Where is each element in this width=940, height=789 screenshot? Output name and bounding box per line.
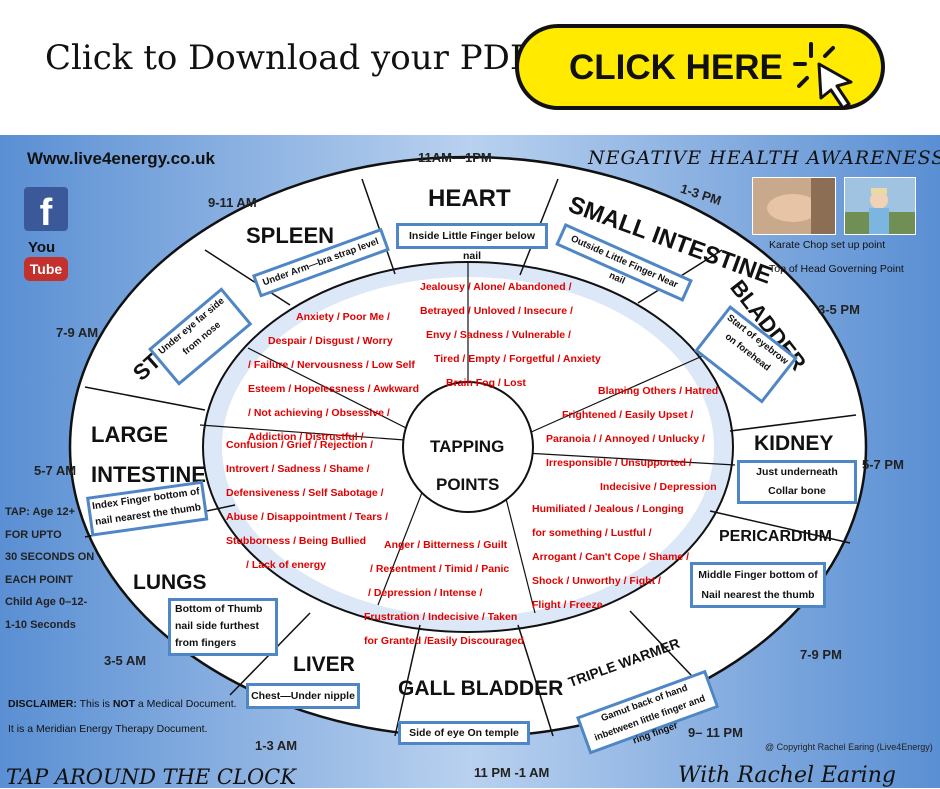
footer-author: With Rachel Earing (678, 763, 896, 788)
chart-title: NEGATIVE HEALTH AWARENESS (588, 147, 940, 169)
point-gall-bladder: Side of eye On temple (398, 721, 530, 745)
time-9-11am: 9-11 AM (208, 195, 257, 210)
time-3-5am: 3-5 AM (104, 653, 147, 668)
karate-chop-photo (752, 177, 836, 235)
emotions-lungs: Confusion / Grief / Rejection /Introvert… (226, 439, 389, 571)
copyright: @ Copyright Rachel Earing (Live4Energy) (765, 742, 933, 752)
point-lungs: Bottom of Thumb nail side furthest from … (168, 598, 278, 656)
center-points: POINTS (436, 475, 500, 494)
head-point-photo (844, 177, 916, 235)
disclaimer-line-2: It is a Meridian Energy Therapy Document… (8, 723, 208, 735)
download-banner: Click to Download your PDF CLICK HERE (0, 0, 940, 135)
meridian-spleen: SPLEEN (246, 223, 335, 248)
clock-wheel (68, 155, 868, 739)
time-3-5pm: 3-5 PM (818, 302, 860, 317)
point-liver: Chest—Under nipple (246, 683, 360, 709)
emotions-heart: Jealousy / Alone/ Abandoned /Betrayed / … (420, 281, 601, 389)
download-text: Click to Download your PDF (45, 38, 534, 78)
point-pericardium: Middle Finger bottom of Nail nearest the… (690, 562, 826, 608)
point-heart: Inside Little Finger below nail (396, 223, 548, 262)
meridian-gall-bladder: GALL BLADDER (398, 677, 564, 700)
click-here-label: CLICK HERE (569, 48, 783, 87)
meridian-liver: LIVER (293, 653, 355, 676)
time-9-11pm: 9– 11 PM (688, 725, 743, 740)
meridian-pericardium: PERICARDIUM (719, 528, 832, 545)
time-11pm-1am: 11 PM -1 AM (474, 765, 550, 780)
cursor-click-icon (793, 42, 853, 110)
point-kidney: Just underneath Collar bone (737, 460, 857, 504)
time-11am-1pm: 11AM—1PM (418, 150, 492, 165)
photo-caption-karate: Karate Chop set up point (769, 239, 886, 251)
time-5-7am: 5-7 AM (34, 463, 77, 478)
meridian-heart: HEART (428, 185, 511, 212)
click-here-button[interactable]: CLICK HERE (515, 24, 885, 110)
emotions-stomach: Anxiety / Poor Me /Despair / Disgust / W… (248, 311, 419, 443)
time-7-9pm: 7-9 PM (800, 647, 842, 662)
meridian-kidney: KIDNEY (754, 432, 834, 455)
facebook-icon[interactable]: f (24, 187, 68, 234)
emotions-liver: Anger / Bitterness / Guilt/ Resentment /… (364, 539, 524, 647)
center-tapping: TAPPING (430, 437, 505, 456)
disclaimer-line-1: DISCLAIMER: This is NOT a Medical Docume… (8, 698, 237, 710)
footer-tap-around-the-clock: TAP AROUND THE CLOCK (6, 765, 296, 789)
meridian-lungs: LUNGS (133, 571, 207, 594)
meridian-clock-chart: Www.live4energy.co.uk NEGATIVE HEALTH AW… (0, 135, 940, 789)
website-url[interactable]: Www.live4energy.co.uk (27, 149, 216, 168)
youtube-icon[interactable]: You Tube (24, 239, 68, 285)
time-1-3am: 1-3 AM (255, 738, 298, 753)
photo-caption-head: Top of Head Governing Point (769, 263, 904, 275)
time-7-9am: 7-9 AM (56, 325, 99, 340)
time-5-7pm: 5-7 PM (862, 457, 904, 472)
meridian-large: LARGE (91, 422, 168, 447)
